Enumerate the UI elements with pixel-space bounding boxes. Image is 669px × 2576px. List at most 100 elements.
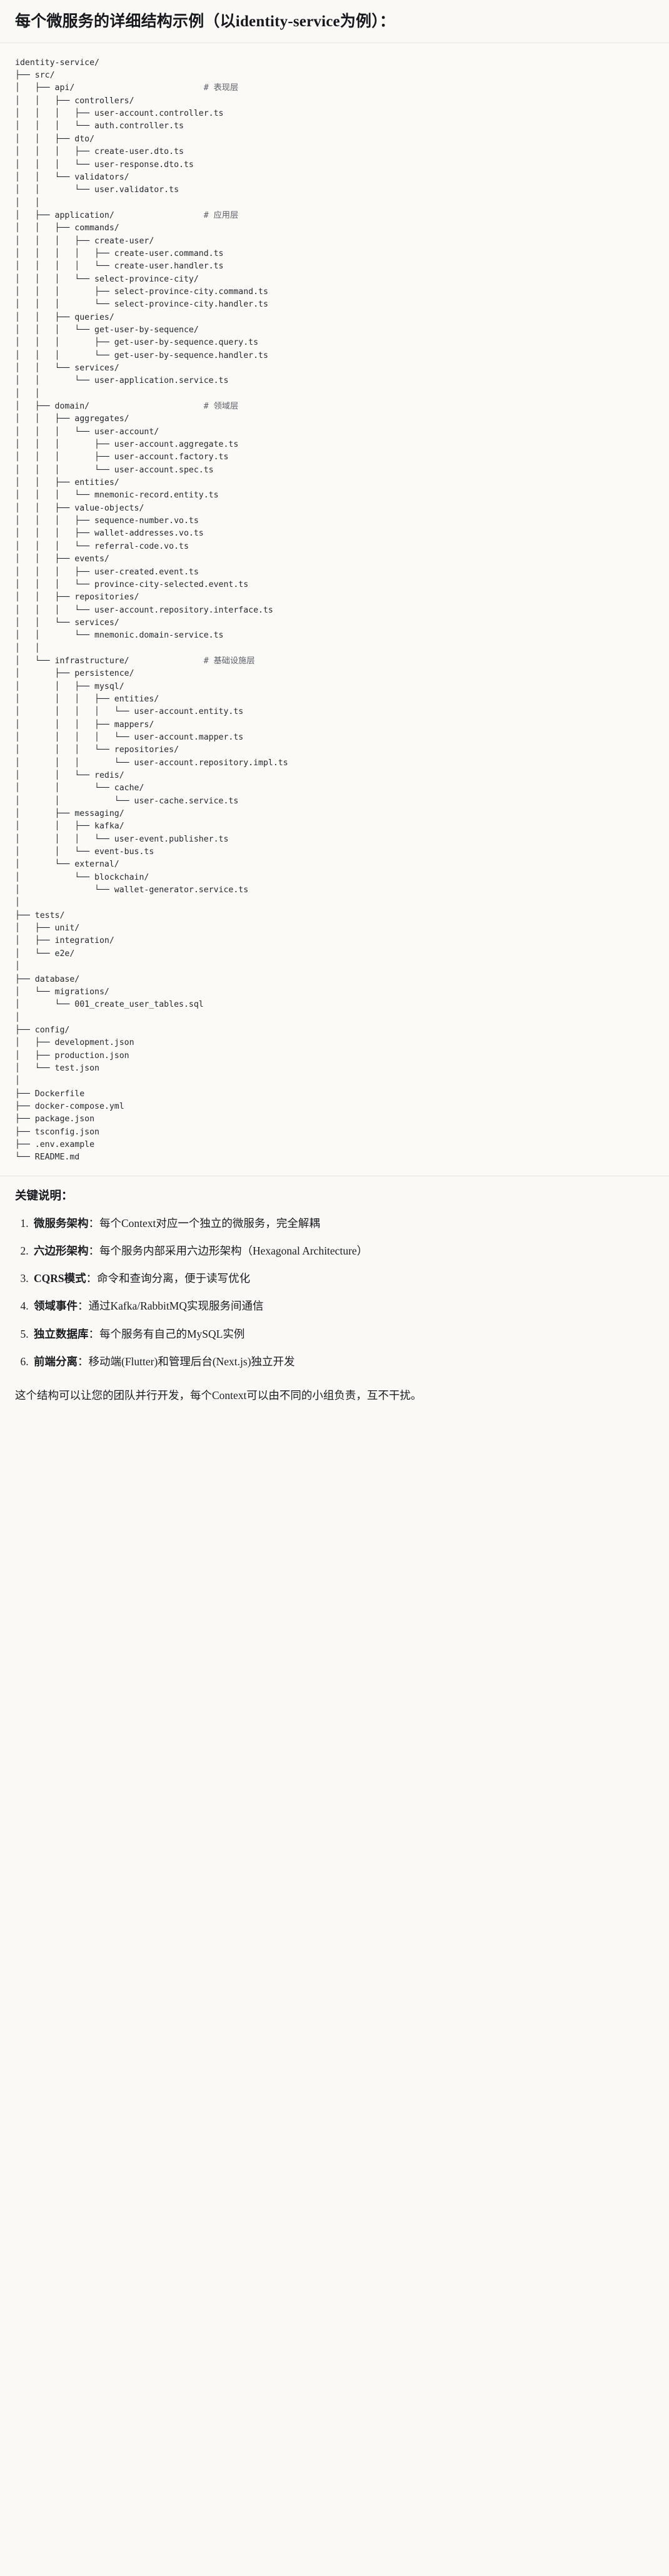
tree-line-path: ├── docker-compose.yml [15, 1101, 124, 1111]
tree-line: │ ├── development.json [15, 1037, 654, 1049]
tree-line-path: ├── database/ [15, 974, 80, 984]
tree-line: │ │ └── user-application.service.ts [15, 375, 654, 387]
tree-line-path: │ │ │ ├── select-province-city.command.t… [15, 287, 268, 297]
tree-line: │ │ ├── commands/ [15, 222, 654, 235]
tree-line-comment: # 表现层 [203, 83, 239, 93]
tree-line: │ └── 001_create_user_tables.sql [15, 999, 654, 1011]
tree-line: │ │ ├── repositories/ [15, 591, 654, 604]
tree-line-path: │ ├── unit/ [15, 924, 80, 934]
tree-line-comment: # 领域层 [203, 402, 239, 412]
tree-line-path: │ │ └── redis/ [15, 771, 124, 780]
tree-line-path: │ │ [15, 198, 40, 208]
tree-line-path: │ │ │ └── repositories/ [15, 745, 179, 755]
tree-line: │ [15, 897, 654, 909]
tree-line: │ ├── domain/ # 领域层 [15, 400, 654, 413]
tree-line: │ │ ├── mysql/ [15, 681, 654, 693]
tree-line: │ │ │ ├── mappers/ [15, 719, 654, 731]
tree-line-path: │ │ │ └── user-response.dto.ts [15, 160, 194, 170]
tree-line: │ ├── application/ # 应用层 [15, 210, 654, 222]
tree-line-path: │ │ ├── value-objects/ [15, 503, 144, 513]
tree-line-path: │ │ │ └── select-province-city.handler.t… [15, 300, 268, 310]
tree-line: ├── src/ [15, 69, 654, 82]
tree-line-path: ├── Dockerfile [15, 1089, 85, 1099]
tree-line-path: │ │ │ └── user-account.repository.impl.t… [15, 758, 288, 768]
tree-line-path: │ │ │ ├── get-user-by-sequence.query.ts [15, 338, 259, 348]
key-point-item: 独立数据库：每个服务有自己的MySQL实例 [31, 1326, 654, 1342]
tree-line-path: │ │ └── user-cache.service.ts [15, 796, 239, 806]
tree-line: ├── tsconfig.json [15, 1126, 654, 1139]
tree-line: │ │ │ ├── get-user-by-sequence.query.ts [15, 337, 654, 349]
tree-line-path: │ │ [15, 643, 40, 653]
tree-line: │ │ [15, 643, 654, 655]
tree-line: │ │ │ └── auth.controller.ts [15, 120, 654, 133]
tree-line-path: │ ├── application/ [15, 210, 114, 220]
tree-line-path: │ ├── development.json [15, 1038, 134, 1048]
tree-line-path: │ │ │ └── user-account.spec.ts [15, 465, 214, 475]
tree-line: ├── config/ [15, 1024, 654, 1037]
tree-line-path: │ │ ├── dto/ [15, 134, 95, 144]
tree-line: │ │ └── mnemonic.domain-service.ts [15, 629, 654, 642]
tree-line-path: ├── src/ [15, 71, 55, 81]
tree-line-path: │ └── wallet-generator.service.ts [15, 885, 249, 895]
closing-paragraph: 这个结构可以让您的团队并行开发，每个Context可以由不同的小组负责，互不干扰… [15, 1389, 422, 1402]
tree-line: │ │ ├── queries/ [15, 312, 654, 324]
tree-line: │ │ │ └── mnemonic-record.entity.ts [15, 489, 654, 502]
tree-line: │ │ │ ├── user-account.aggregate.ts [15, 439, 654, 451]
tree-line: │ └── blockchain/ [15, 872, 654, 884]
tree-line-path: │ │ │ └── select-province-city/ [15, 274, 199, 284]
tree-line-path: ├── tsconfig.json [15, 1127, 99, 1137]
key-points-title: 关键说明： [15, 1189, 73, 1203]
tree-line-path: │ │ │ └── user-account/ [15, 427, 159, 437]
tree-line: ├── docker-compose.yml [15, 1101, 654, 1113]
key-point-term: 领域事件 [34, 1300, 78, 1313]
tree-line: ├── .env.example [15, 1139, 654, 1151]
tree-line: └── README.md [15, 1151, 654, 1164]
tree-line-path: │ │ │ ├── user-account.factory.ts [15, 452, 229, 462]
tree-line-path: │ │ │ ├── create-user/ [15, 236, 154, 246]
tree-line: │ │ │ ├── sequence-number.vo.ts [15, 515, 654, 527]
tree-line: │ │ └── validators/ [15, 171, 654, 184]
tree-line-path: ├── config/ [15, 1025, 70, 1035]
tree-line: │ ├── production.json [15, 1050, 654, 1062]
tree-line: ├── tests/ [15, 910, 654, 922]
tree-line-path: │ └── blockchain/ [15, 872, 149, 882]
tree-line: │ [15, 1075, 654, 1087]
key-point-item: 六边形架构：每个服务内部采用六边形架构（Hexagonal Architectu… [31, 1243, 654, 1259]
tree-line: │ └── migrations/ [15, 986, 654, 999]
tree-line: │ ├── api/ # 表现层 [15, 82, 654, 94]
key-point-body: ：每个服务有自己的MySQL实例 [88, 1327, 245, 1340]
tree-line-path: │ │ │ │ └── user-account.mapper.ts [15, 732, 244, 742]
tree-line: │ └── wallet-generator.service.ts [15, 884, 654, 897]
tree-line-path: │ │ ├── commands/ [15, 223, 119, 233]
tree-line-path: │ │ └── mnemonic.domain-service.ts [15, 631, 224, 641]
tree-line-path: │ │ ├── events/ [15, 554, 109, 564]
key-point-term: CQRS模式 [34, 1272, 86, 1285]
key-points-list: 微服务架构：每个Context对应一个独立的微服务，完全解耦六边形架构：每个服务… [15, 1215, 654, 1370]
tree-line: │ │ │ ├── entities/ [15, 693, 654, 706]
tree-line: │ │ ├── controllers/ [15, 95, 654, 108]
tree-line-path: │ │ │ └── user-event.publisher.ts [15, 834, 229, 844]
key-point-body: ：每个Context对应一个独立的微服务，完全解耦 [88, 1216, 320, 1229]
tree-line-path: │ │ ├── queries/ [15, 312, 114, 322]
tree-line: ├── Dockerfile [15, 1088, 654, 1101]
tree-line-path: │ │ └── event-bus.ts [15, 847, 154, 857]
tree-line: │ │ │ └── user-event.publisher.ts [15, 833, 654, 846]
tree-line: │ [15, 1012, 654, 1024]
key-point-body: ：命令和查询分离，便于读写优化 [86, 1272, 251, 1285]
tree-line: │ │ │ │ └── user-account.entity.ts [15, 706, 654, 718]
tree-line-path: │ ├── domain/ [15, 402, 90, 412]
tree-line-path: identity-service/ [15, 58, 99, 68]
tree-line: │ │ └── user.validator.ts [15, 184, 654, 196]
tree-line: │ │ │ └── user-response.dto.ts [15, 159, 654, 171]
tree-line: │ │ │ ├── create-user/ [15, 235, 654, 248]
tree-line-path: │ [15, 898, 20, 908]
tree-line-path: │ │ │ ├── wallet-addresses.vo.ts [15, 529, 204, 539]
tree-line: │ └── test.json [15, 1062, 654, 1075]
tree-line-path: │ │ └── user.validator.ts [15, 185, 179, 195]
tree-line: │ └── external/ [15, 858, 654, 871]
tree-line-path: │ │ │ └── mnemonic-record.entity.ts [15, 491, 219, 501]
tree-line-path: │ └── e2e/ [15, 949, 75, 959]
tree-line: │ │ └── redis/ [15, 770, 654, 782]
tree-line-path: │ │ [15, 389, 40, 399]
document-page: 每个微服务的详细结构示例（以identity-service为例）： ident… [0, 0, 669, 1419]
